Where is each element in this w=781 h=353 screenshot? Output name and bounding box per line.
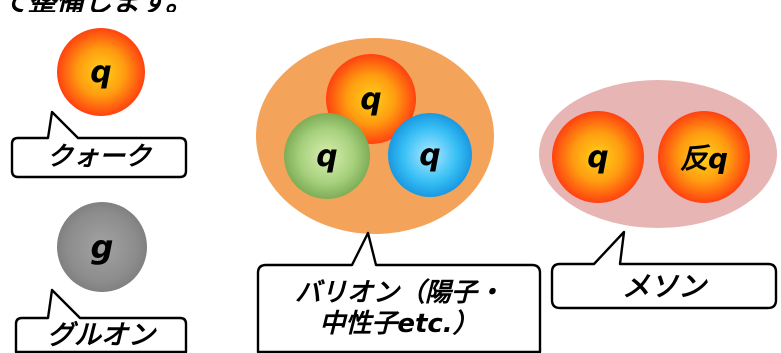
meson-label: メソン: [621, 269, 706, 303]
heading-fragment: て整備します。: [0, 0, 781, 12]
gluon-label: グルオン: [47, 320, 155, 352]
baryon-quark-blue: q: [388, 113, 472, 197]
meson-callout-bubble: [550, 230, 778, 310]
quark-label: クォーク: [46, 142, 151, 173]
gluon-particle: g: [57, 202, 147, 292]
meson-quark: q: [552, 111, 644, 203]
quark-callout-bubble: [10, 110, 188, 179]
baryon-label-line1: バリオン（陽子・: [294, 277, 503, 308]
meson-antiquark: 反q: [658, 111, 750, 203]
baryon-quark-green: q: [284, 113, 370, 199]
baryon-callout-bubble: [256, 231, 542, 353]
quark-particle: q: [57, 28, 145, 116]
baryon-label: バリオン（陽子・ 中性子etc.）: [258, 266, 540, 352]
baryon-label-line2: 中性子etc.）: [319, 309, 479, 339]
gluon-callout-bubble: [14, 288, 188, 353]
